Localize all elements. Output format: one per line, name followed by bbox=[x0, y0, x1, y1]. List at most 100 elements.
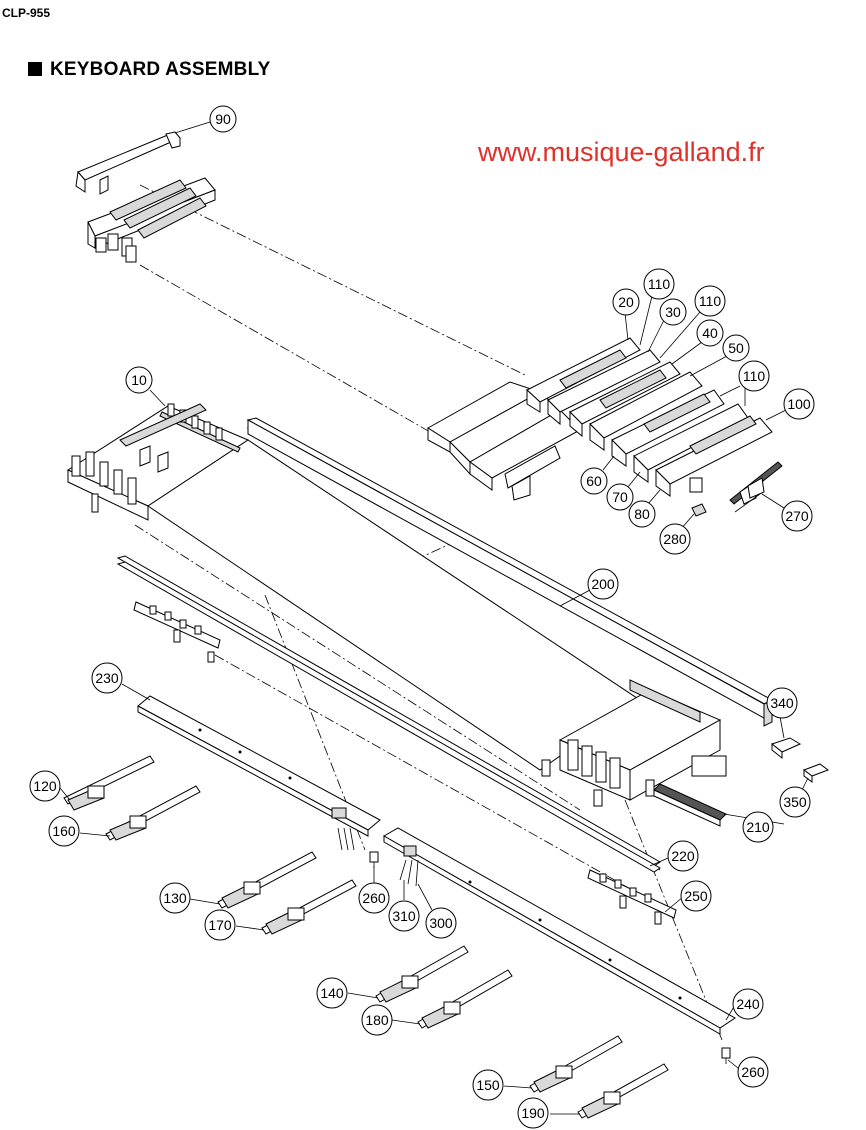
callout-180: 180 bbox=[361, 1004, 393, 1036]
callout-150: 150 bbox=[472, 1069, 504, 1101]
callout-170: 170 bbox=[204, 909, 236, 941]
callout-270: 270 bbox=[781, 500, 813, 532]
callout-270-label: 270 bbox=[785, 508, 809, 524]
callout-110-c: 110 bbox=[738, 360, 770, 392]
callout-350: 350 bbox=[779, 786, 811, 818]
callout-110-c-label: 110 bbox=[743, 368, 766, 384]
part-240-pcb bbox=[382, 827, 736, 1035]
callout-140: 140 bbox=[316, 977, 348, 1009]
part-350-block bbox=[802, 763, 830, 783]
part-260-screw-upper bbox=[369, 851, 379, 868]
callout-220: 220 bbox=[667, 840, 699, 872]
part-230-pcb bbox=[137, 695, 381, 851]
callout-190-label: 190 bbox=[521, 1105, 545, 1121]
callout-160: 160 bbox=[48, 815, 80, 847]
callout-110-b: 110 bbox=[694, 285, 726, 317]
part-250-strip-upper bbox=[133, 601, 221, 663]
callout-110-b-label: 110 bbox=[699, 293, 722, 309]
callout-260-a: 260 bbox=[358, 882, 390, 914]
part-260-screw-lower bbox=[721, 1047, 731, 1064]
callout-180-label: 180 bbox=[365, 1012, 389, 1028]
callout-230: 230 bbox=[91, 662, 123, 694]
callout-210: 210 bbox=[742, 811, 774, 843]
callout-230-label: 230 bbox=[95, 670, 119, 686]
callout-110-a-label: 110 bbox=[648, 276, 671, 292]
callout-150-label: 150 bbox=[476, 1077, 500, 1093]
hammer-assembly-130 bbox=[217, 851, 317, 909]
part-340-block bbox=[770, 737, 802, 760]
callout-90: 90 bbox=[209, 105, 237, 133]
callout-190: 190 bbox=[517, 1097, 549, 1129]
callout-80-label: 80 bbox=[634, 506, 650, 522]
callout-280-label: 280 bbox=[663, 531, 687, 547]
callout-10-label: 10 bbox=[131, 372, 147, 388]
model-number: CLP-955 bbox=[2, 6, 51, 20]
callout-240: 240 bbox=[732, 988, 764, 1020]
callout-250: 250 bbox=[680, 880, 712, 912]
part-220-rail bbox=[116, 555, 661, 873]
callout-140-label: 140 bbox=[320, 985, 344, 1001]
callout-50: 50 bbox=[722, 334, 750, 362]
leader-lines bbox=[59, 121, 809, 1115]
callout-50-label: 50 bbox=[728, 340, 744, 356]
callout-240-label: 240 bbox=[736, 996, 760, 1012]
watermark-url: www.musique-galland.fr bbox=[478, 137, 765, 167]
hammer-assembly-150 bbox=[529, 1035, 623, 1093]
hammer-assembly-190 bbox=[577, 1063, 669, 1119]
hammer-assembly-140 bbox=[375, 945, 469, 1003]
part-280-clip bbox=[691, 503, 707, 517]
part-90-rail bbox=[75, 131, 181, 195]
callout-130: 130 bbox=[159, 882, 191, 914]
part-250-strip-lower bbox=[587, 869, 677, 925]
part-210-bar bbox=[653, 783, 727, 827]
callout-310-label: 310 bbox=[392, 908, 416, 924]
hammer-assembly-170 bbox=[261, 879, 357, 935]
callout-70: 70 bbox=[606, 483, 634, 511]
callout-210-label: 210 bbox=[746, 819, 770, 835]
callout-200-label: 200 bbox=[591, 576, 615, 592]
callout-250-label: 250 bbox=[684, 888, 708, 904]
hammer-assembly-120 bbox=[63, 755, 155, 811]
callout-160-label: 160 bbox=[52, 823, 76, 839]
callout-120-label: 120 bbox=[33, 778, 57, 794]
callout-40: 40 bbox=[696, 319, 724, 347]
callout-100: 100 bbox=[783, 388, 815, 420]
callout-20-label: 20 bbox=[618, 294, 634, 310]
callout-10: 10 bbox=[125, 366, 153, 394]
callout-260-b-label: 260 bbox=[741, 1064, 765, 1080]
key-set-upper-right bbox=[427, 337, 773, 501]
part-10-frame-right-end bbox=[541, 679, 727, 807]
callout-300: 300 bbox=[425, 907, 457, 939]
callout-30-label: 30 bbox=[665, 304, 681, 320]
callout-90-label: 90 bbox=[215, 111, 231, 127]
section-title-text: KEYBOARD ASSEMBLY bbox=[50, 59, 271, 80]
callout-300-label: 300 bbox=[429, 915, 453, 931]
callout-340-label: 340 bbox=[770, 695, 794, 711]
hammer-assembly-160 bbox=[105, 785, 201, 841]
callout-220-label: 220 bbox=[671, 848, 695, 864]
callout-110-a: 110 bbox=[643, 268, 675, 300]
callout-100-label: 100 bbox=[787, 396, 811, 412]
callout-70-label: 70 bbox=[612, 489, 628, 505]
callout-170-label: 170 bbox=[208, 917, 232, 933]
callout-40-label: 40 bbox=[702, 325, 718, 341]
callout-80: 80 bbox=[628, 500, 656, 528]
callout-60: 60 bbox=[580, 467, 608, 495]
callout-30: 30 bbox=[659, 298, 687, 326]
hammer-assembly-180 bbox=[417, 969, 513, 1029]
callout-260-b: 260 bbox=[737, 1056, 769, 1088]
callout-60-label: 60 bbox=[586, 473, 602, 489]
callout-20: 20 bbox=[612, 288, 640, 316]
callout-260-a-label: 260 bbox=[362, 890, 386, 906]
part-270-spring bbox=[729, 461, 783, 513]
callout-120: 120 bbox=[29, 770, 61, 802]
part-200-rail bbox=[246, 417, 774, 727]
square-bullet-icon bbox=[28, 62, 42, 76]
callout-340: 340 bbox=[766, 687, 798, 719]
callout-200: 200 bbox=[587, 568, 619, 600]
callout-310: 310 bbox=[388, 900, 420, 932]
callout-130-label: 130 bbox=[163, 890, 187, 906]
callout-350-label: 350 bbox=[783, 794, 807, 810]
section-title: KEYBOARD ASSEMBLY bbox=[28, 59, 271, 81]
